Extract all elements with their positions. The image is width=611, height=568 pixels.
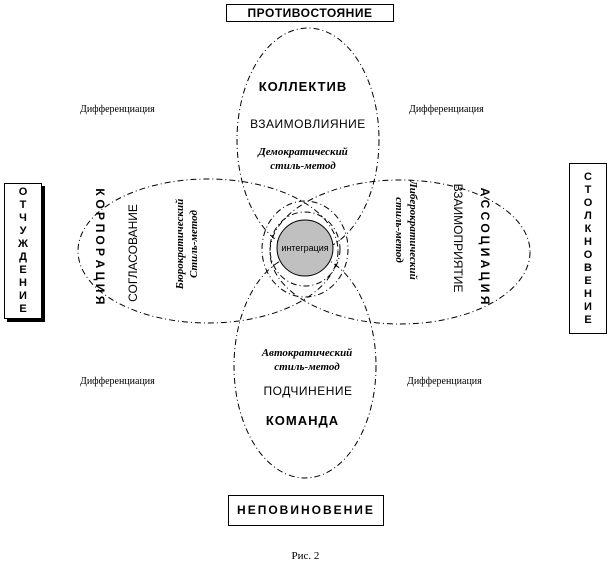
collision-letter: Н [584,287,592,300]
bottom-ellipse-style-line1: Автократический [261,347,353,359]
box-alienation: О Т Ч У Ж Д Е Н И Е [4,183,42,319]
right-title-letter: Я [478,295,492,305]
alienation-letter: О [18,186,28,198]
right-ellipse-title: А С С О Ц И А Ц И Я [477,186,493,306]
collision-letter: Н [584,235,592,248]
right-ellipse-style-line1: Либерократический [407,180,419,280]
top-ellipse [236,27,380,253]
alienation-letter: Ж [18,238,28,250]
alienation-letter: Т [19,199,27,211]
alienation-letter: Н [19,277,27,289]
collision-letter: Т [584,183,592,196]
bottom-ellipse-style: Автократический стиль-метод [232,346,382,374]
collision-letter: О [583,196,593,209]
differentiation-bottom-left: Дифференциация [80,376,155,387]
alienation-letter: Е [19,264,27,276]
top-ellipse-relation: ВЗАИМОВЛИЯНИЕ [250,117,366,131]
left-ellipse-title: К О Р П О Р А Ц И Я [92,186,108,306]
differentiation-bottom-right: Дифференциация [407,376,482,387]
collision-letter: Л [584,209,592,222]
integration-circle [276,219,334,277]
top-ellipse-style: Демократический стиль-метод [228,145,378,173]
differentiation-top-right: Дифференциация [409,104,484,115]
collision-letter: К [584,222,592,235]
top-ellipse-style-line1: Демократический [258,146,348,158]
differentiation-top-left: Дифференциация [80,104,155,115]
collision-letter: Е [584,313,592,326]
bottom-ellipse-relation: ПОДЧИНЕНИЕ [263,384,353,398]
right-ellipse-style-line2: стиль-метод [393,197,405,263]
bottom-ellipse-title: КОМАНДА [265,413,340,428]
alienation-letter: Ч [19,212,27,224]
left-title-letter: Я [93,295,107,305]
left-ellipse-style: Бюрократический Стиль-метод [173,179,201,309]
right-ellipse [269,179,531,325]
top-ellipse-title: КОЛЛЕКТИВ [258,79,348,94]
box-collision: С Т О Л К Н О В Е Н И Е [569,163,607,334]
figure-caption: Рис. 2 [291,550,320,562]
left-ellipse [77,178,339,324]
right-ellipse-style: Либерократический стиль-метод [392,160,420,300]
box-disobedience: НЕПОВИНОВЕНИЕ [228,495,384,526]
inner-ring-outer [261,200,349,298]
collision-letter: И [584,300,592,313]
left-ellipse-style-line2: Стиль-метод [188,210,200,278]
alienation-letter: Д [19,251,27,263]
alienation-letter: Е [19,303,27,315]
collision-letter: В [584,261,592,274]
bottom-ellipse-style-line2: стиль-метод [274,361,340,373]
alienation-letter: У [19,225,27,237]
collision-letter: С [584,170,592,183]
top-ellipse-style-line2: стиль-метод [270,160,336,172]
left-ellipse-relation: СОГЛАСОВАНИЕ [126,204,140,302]
collision-letter: О [583,248,593,261]
integration-label: интеграция [281,243,328,253]
inner-ring-inner [269,211,341,287]
left-ellipse-style-line1: Бюрократический [174,198,186,290]
right-ellipse-relation: ВЗАИМОПРИЯТИЕ [451,183,465,293]
alienation-letter: И [19,290,27,302]
collision-letter: Е [584,274,592,287]
bottom-ellipse [233,253,377,479]
box-opposition: ПРОТИВОСТОЯНИЕ [226,4,394,22]
